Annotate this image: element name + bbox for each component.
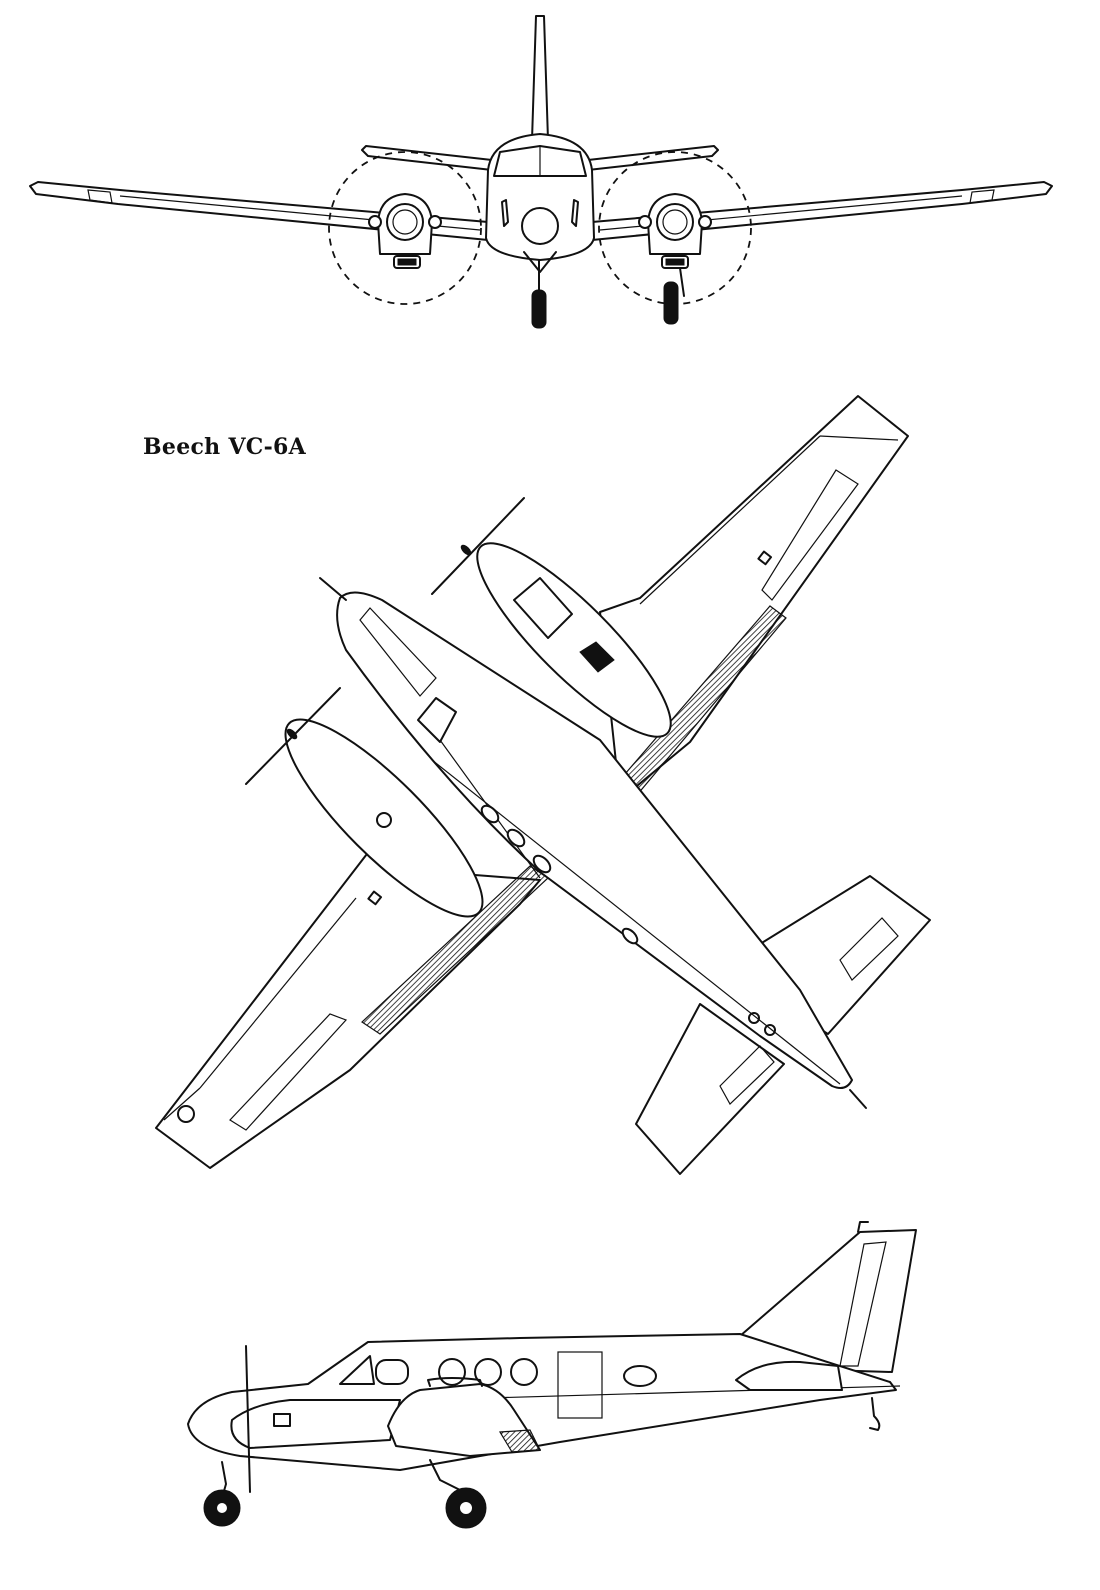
left-propeller-disc [328, 151, 482, 305]
front-nose-wheel [531, 289, 547, 329]
front-right-stabilizer [587, 145, 719, 171]
top-fuselage [336, 591, 853, 1089]
side-view [187, 1221, 917, 1529]
side-cabin-window-2 [474, 1358, 502, 1386]
aircraft-title: Beech VC-6A [143, 434, 307, 460]
side-cabin-window-3 [510, 1358, 538, 1386]
front-view [29, 15, 1053, 329]
front-right-main-wheel [663, 281, 679, 325]
top-right-nacelle [431, 497, 672, 738]
front-fuselage [485, 133, 595, 261]
side-nacelle [230, 1399, 401, 1449]
side-propeller [245, 1345, 251, 1493]
front-vertical-fin [531, 15, 549, 141]
side-horizontal-stabilizer [735, 1360, 843, 1391]
top-left-nacelle [245, 687, 484, 918]
front-right-nacelle [638, 193, 712, 297]
front-left-stabilizer [361, 145, 493, 171]
top-left-stabilizer [635, 1003, 785, 1175]
top-view [155, 395, 931, 1175]
side-cabin-window-1 [438, 1358, 466, 1386]
front-left-nacelle [368, 193, 442, 269]
